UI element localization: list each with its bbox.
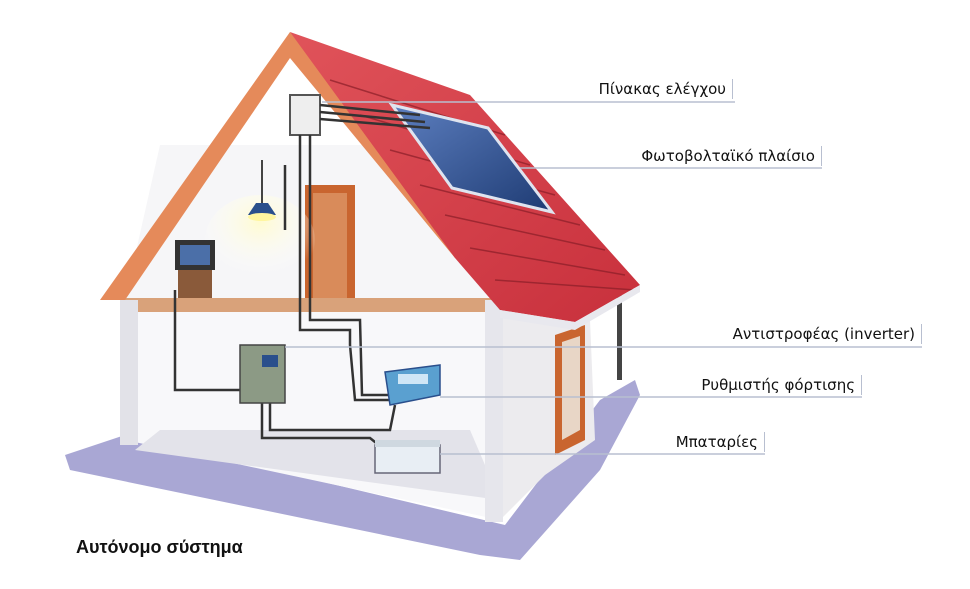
ceiling-lamp-icon bbox=[248, 203, 276, 215]
label-control-panel: Πίνακας ελέγχου bbox=[599, 79, 733, 99]
diagram-title: Αυτόνομο σύστημα bbox=[76, 537, 243, 557]
inverter-icon bbox=[239, 344, 286, 404]
ground-shadow bbox=[65, 380, 640, 560]
label-inverter: Αντιστροφέας (inverter) bbox=[733, 324, 922, 344]
label-pv-panel: Φωτοβολταϊκό πλαίσιο bbox=[641, 146, 822, 166]
control-panel-icon bbox=[289, 94, 321, 136]
leader-lines bbox=[285, 101, 922, 455]
batteries-icon bbox=[374, 444, 441, 474]
label-charge-controller: Ρυθμιστής φόρτισης bbox=[701, 375, 862, 395]
pv-panel-icon bbox=[388, 102, 556, 215]
label-batteries: Μπαταρίες bbox=[676, 432, 765, 452]
downpipe bbox=[617, 290, 622, 380]
